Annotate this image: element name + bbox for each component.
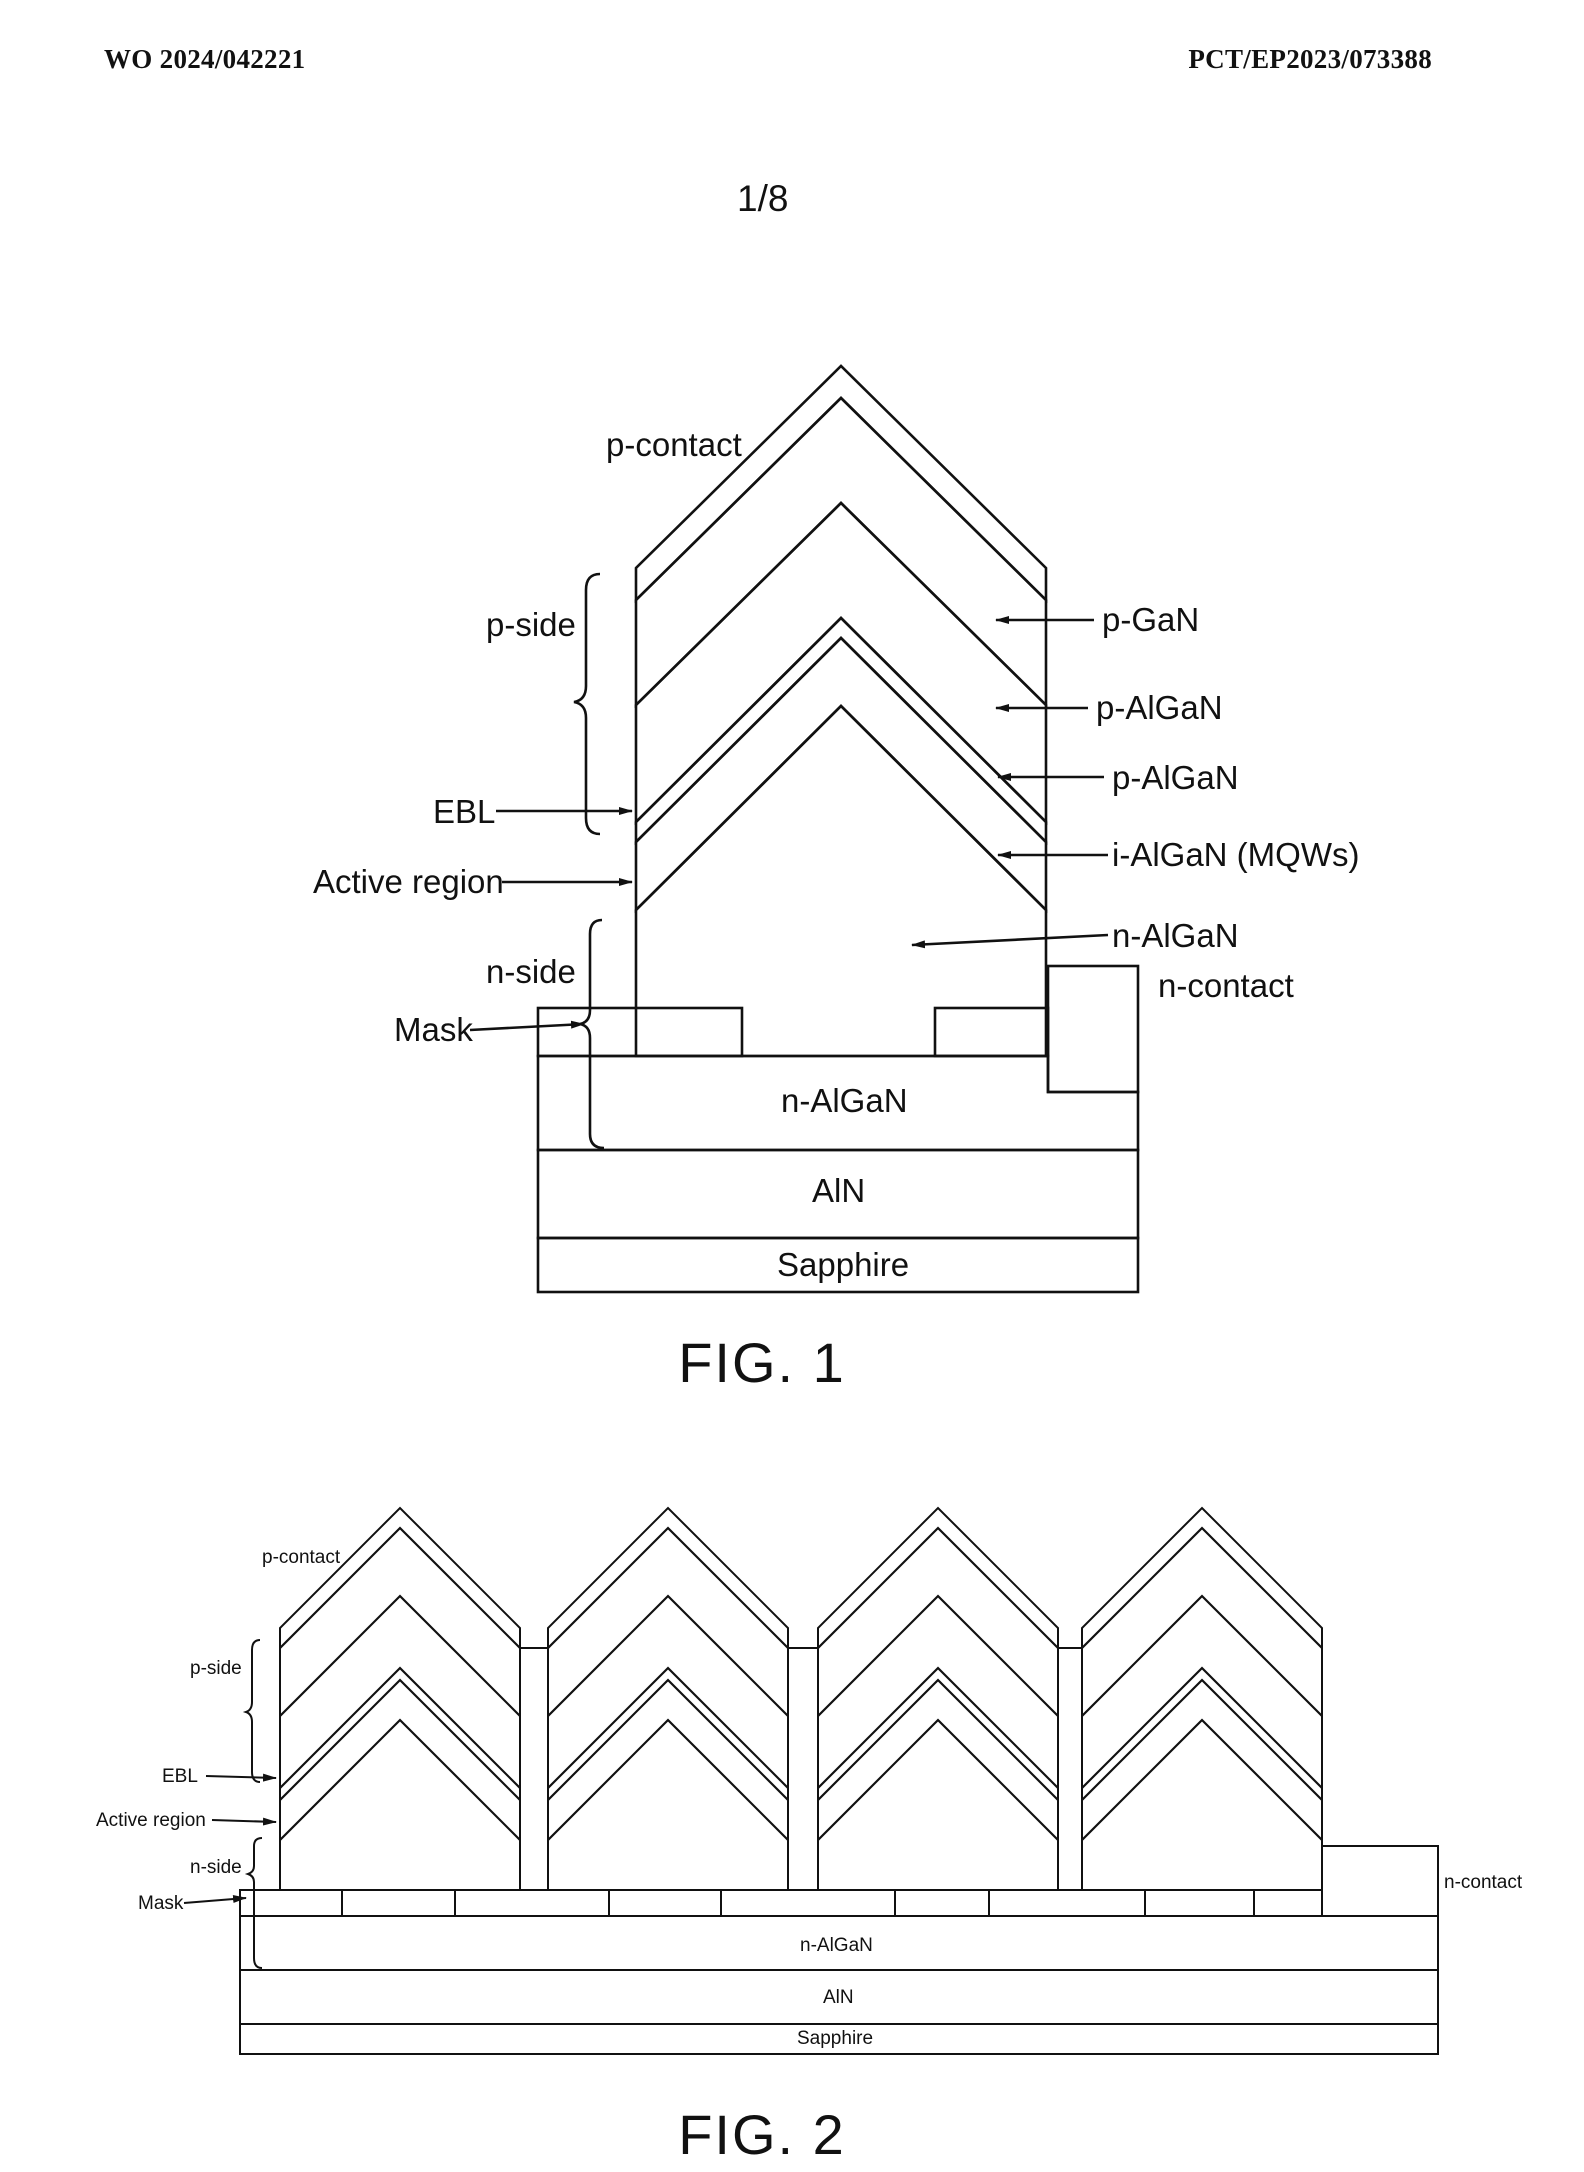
fig2-p-algan-layer <box>817 1594 1059 1791</box>
fig2-trench-fill <box>787 1647 819 1891</box>
fig2-label-p-contact: p-contact <box>262 1547 341 1568</box>
fig1-label-n-algan-upper: n-AlGaN <box>1112 917 1239 954</box>
fig2-trench-fill <box>519 1647 549 1891</box>
fig2-p-contact-layer <box>817 1506 1059 1651</box>
application-number: PCT/EP2023/073388 <box>1188 44 1432 74</box>
fig2-p-contact-layer <box>279 1506 521 1651</box>
fig1-ebl-layer <box>634 616 1048 846</box>
fig1-device: p-contact p-side EBL Active region n-sid… <box>313 364 1359 1294</box>
fig1-label-active-region: Active region <box>313 863 504 900</box>
fig2-mask <box>454 1889 610 1917</box>
fig2-p-gan-layer <box>1081 1526 1323 1719</box>
fig2-label-sapphire: Sapphire <box>797 2028 873 2049</box>
fig2-p-gan-layer <box>547 1526 789 1719</box>
fig1-n-algan-leader <box>911 933 1109 949</box>
fig2-i-algan-mqw-layer <box>817 1678 1059 1843</box>
fig1-p-side-brace <box>573 572 601 836</box>
fig2-n-contact-block <box>1321 1845 1439 1917</box>
fig2-mask <box>1253 1889 1323 1917</box>
fig1-label-p-algan-2: p-AlGaN <box>1112 759 1239 796</box>
fig2-ebl-layer <box>817 1666 1059 1803</box>
fig2-i-algan-mqw-layer <box>547 1678 789 1843</box>
fig1-mask-left <box>536 1006 744 1058</box>
fig1-label-n-side: n-side <box>486 953 576 990</box>
fig2-label-ebl: EBL <box>162 1766 198 1787</box>
publication-number: WO 2024/042221 <box>104 44 306 74</box>
fig1-mask-right <box>933 1006 1050 1058</box>
fig2-trench-fill <box>1057 1647 1083 1891</box>
fig2-ebl-leader <box>205 1773 277 1782</box>
fig2-ebl-layer <box>279 1666 521 1803</box>
fig1-label-ebl: EBL <box>433 793 495 830</box>
fig2-ebl-layer <box>547 1666 789 1803</box>
fig1-n-contact-block <box>1046 964 1140 1094</box>
fig2-p-gan-layer <box>817 1526 1059 1719</box>
fig1-label-n-contact: n-contact <box>1158 967 1294 1004</box>
fig1-caption: FIG. 1 <box>678 1331 846 1394</box>
fig1-label-n-algan-lower: n-AlGaN <box>781 1082 908 1119</box>
fig2-ebl-layer <box>1081 1666 1323 1803</box>
fig1-p-algan-layer <box>634 501 1048 826</box>
fig2-label-mask: Mask <box>138 1893 184 1914</box>
page-number: 1/8 <box>737 178 789 219</box>
fig2-caption: FIG. 2 <box>678 2103 846 2166</box>
fig1-label-i-algan: i-AlGaN (MQWs) <box>1112 836 1359 873</box>
fig1-label-p-contact: p-contact <box>606 426 742 463</box>
fig1-label-aln: AlN <box>812 1172 865 1209</box>
fig2-i-algan-mqw-layer <box>1081 1678 1323 1843</box>
fig1-label-p-algan-1: p-AlGaN <box>1096 689 1223 726</box>
fig1-n-side-brace <box>579 918 605 1150</box>
fig1-n-algan-pyramid <box>634 704 1048 1058</box>
fig2-i-algan-mqw-layer <box>279 1678 521 1843</box>
fig2-active-region-leader <box>211 1817 277 1826</box>
fig2-label-n-side: n-side <box>190 1857 242 1878</box>
fig2-label-n-contact: n-contact <box>1444 1872 1523 1893</box>
fig1-label-mask: Mask <box>394 1011 473 1048</box>
fig2-p-algan-layer <box>279 1594 521 1791</box>
fig2-p-algan-layer <box>1081 1594 1323 1791</box>
fig2-p-contact-layer <box>547 1506 789 1651</box>
fig1-mask-leader <box>469 1020 585 1032</box>
fig2-mask-leader <box>183 1895 247 1904</box>
fig1-label-p-side: p-side <box>486 606 576 643</box>
fig1-p-contact-layer <box>634 364 1048 604</box>
fig2-n-side-brace <box>244 1837 263 1969</box>
fig2-p-algan-layer <box>547 1594 789 1791</box>
fig2-p-side-brace <box>242 1639 261 1783</box>
fig1-label-p-gan: p-GaN <box>1102 601 1199 638</box>
fig2-pyramid-array <box>279 1506 1323 1891</box>
fig2-p-contact-layer <box>1081 1506 1323 1651</box>
fig2-label-n-algan: n-AlGaN <box>800 1935 873 1956</box>
fig2-device: p-contact p-side EBL Active region n-sid… <box>96 1506 1523 2055</box>
fig2-label-aln: AlN <box>823 1987 854 2008</box>
fig2-label-p-side: p-side <box>190 1658 242 1679</box>
fig2-mask <box>988 1889 1146 1917</box>
fig1-i-algan-mqw-layer <box>634 636 1048 914</box>
fig1-label-sapphire: Sapphire <box>777 1246 909 1283</box>
fig2-mask <box>720 1889 896 1917</box>
fig2-mask <box>239 1889 343 1917</box>
fig2-label-active-region: Active region <box>96 1810 206 1831</box>
